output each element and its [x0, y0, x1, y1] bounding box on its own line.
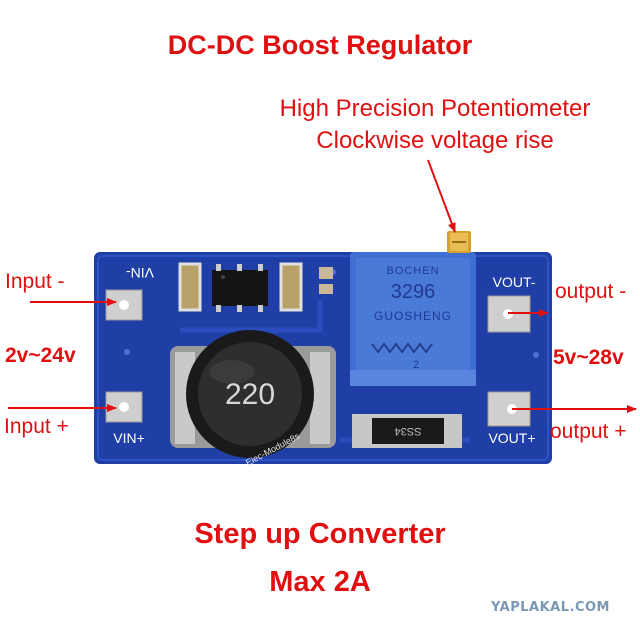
- diode-code: SS34: [395, 425, 422, 437]
- watermark: YAPLAKAL.COM: [491, 600, 610, 615]
- callout-line-1: High Precision Potentiometer: [279, 95, 591, 122]
- subtitle-line-2: Max 2A: [269, 566, 371, 598]
- pot-model: 3296: [391, 281, 436, 303]
- silk-vout-minus: VOUT-: [493, 274, 536, 290]
- pad-vin-minus: [105, 289, 143, 321]
- capacitor: [279, 262, 303, 312]
- label-output-range: 5v~28v: [553, 346, 624, 369]
- page-title: DC-DC Boost Regulator: [167, 30, 473, 60]
- inductor-code: 220: [225, 378, 275, 411]
- diode: [352, 414, 462, 448]
- label-output-plus: output +: [550, 420, 627, 443]
- label-input-range: 2v~24v: [5, 344, 76, 367]
- silk-vin-minus: VIN-: [126, 265, 154, 281]
- resistor: [319, 267, 333, 279]
- arrow-potentiometer: [427, 159, 456, 233]
- silk-vout-plus: VOUT+: [488, 430, 535, 446]
- callout-line-2: Clockwise voltage rise: [316, 127, 554, 154]
- controller-ic: [212, 264, 268, 312]
- pot-value: 2: [413, 359, 419, 371]
- subtitle-line-1: Step up Converter: [194, 518, 446, 550]
- label-output-minus: output -: [555, 280, 627, 303]
- inductor: [170, 330, 336, 458]
- silk-vin-plus: VIN+: [113, 430, 145, 446]
- pot-maker: GUOSHENG: [374, 309, 452, 323]
- adjust-screw: [447, 231, 471, 253]
- resistor: [319, 284, 333, 294]
- label-input-minus: Input -: [5, 270, 65, 293]
- label-input-plus: Input +: [4, 415, 69, 438]
- capacitor: [178, 262, 202, 312]
- potentiometer: [350, 252, 476, 386]
- pot-brand: BOCHEN: [386, 265, 439, 277]
